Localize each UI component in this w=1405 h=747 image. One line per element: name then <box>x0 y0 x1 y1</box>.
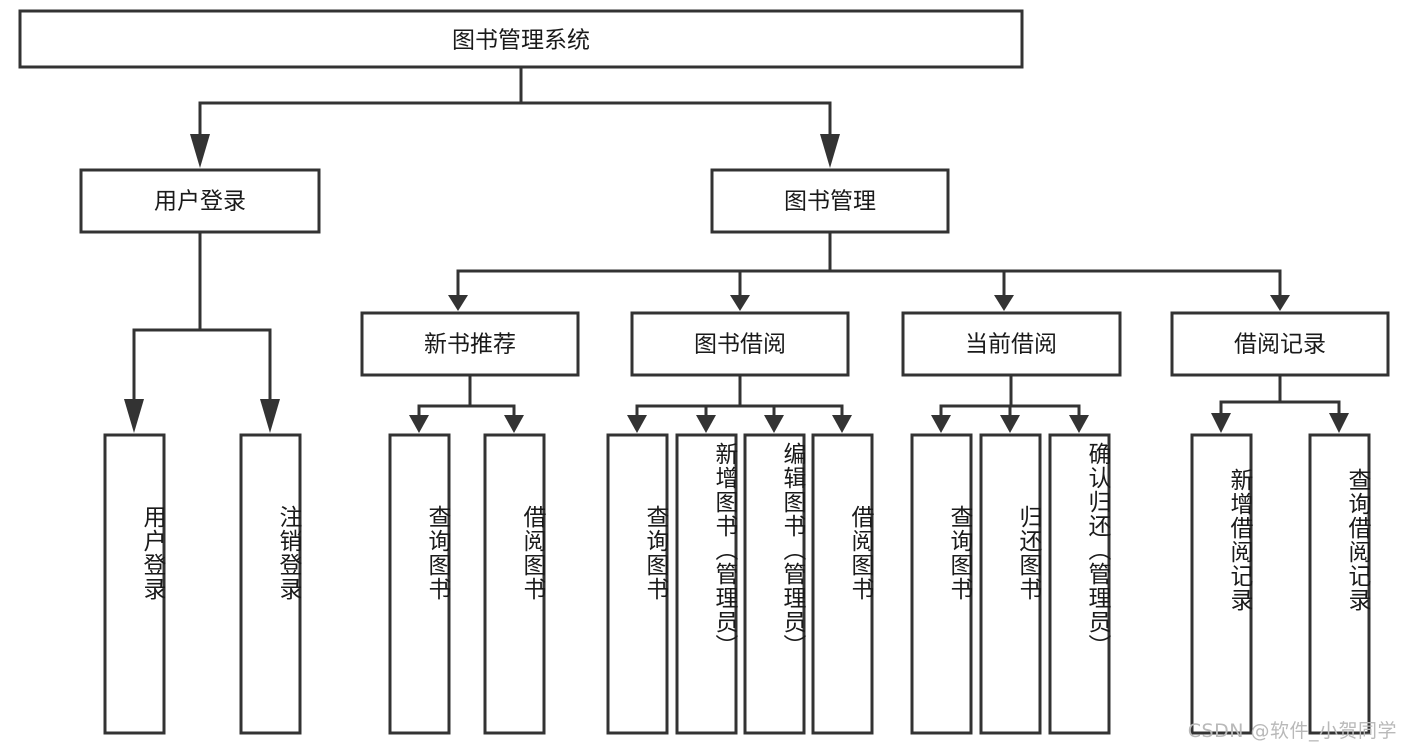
leaf-box-book-borrow-1[interactable] <box>606 433 669 735</box>
arrow-head-leaf-nbr-1 <box>409 415 429 433</box>
node-book-borrow-label: 图书借阅 <box>694 332 786 358</box>
arrow-head-current-borrow <box>994 295 1014 311</box>
node-borrow-record[interactable]: 借阅记录 <box>1170 311 1390 377</box>
node-current-borrow-label: 当前借阅 <box>965 332 1057 358</box>
arrow-head-leaf-nbr-2 <box>504 415 524 433</box>
leaf-box-user-login-1[interactable] <box>103 433 166 735</box>
connector-group-book-borrow <box>627 373 852 433</box>
leaf-box-book-borrow-2[interactable] <box>675 433 738 735</box>
arrow-head-leaf-bb-2 <box>696 415 716 433</box>
leaf-box-user-login-2[interactable] <box>239 433 302 735</box>
arrow-head-leaf-user-login-1 <box>124 399 144 433</box>
arrow-head-leaf-bb-1 <box>627 415 647 433</box>
arrow-head-new-book-rec <box>448 295 468 311</box>
leaf-box-borrow-record-2[interactable] <box>1308 433 1371 735</box>
arrow-head-leaf-cb-1 <box>931 415 951 433</box>
node-user-login-box[interactable] <box>79 168 321 234</box>
leaf-box-current-borrow-3[interactable] <box>1048 433 1111 735</box>
node-book-borrow[interactable]: 图书借阅 <box>630 311 850 377</box>
arrow-head-leaf-bb-4 <box>832 415 852 433</box>
connector-group-user-login <box>124 230 280 433</box>
node-borrow-record-label: 借阅记录 <box>1234 332 1326 358</box>
connector-group-current-borrow <box>931 373 1089 433</box>
node-current-borrow[interactable]: 当前借阅 <box>901 311 1122 377</box>
node-root[interactable]: 图书管理系统 <box>18 9 1024 69</box>
node-user-login[interactable]: 用户登录 <box>79 168 321 234</box>
arrow-head-book-manage <box>820 134 840 168</box>
arrow-head-leaf-bb-3 <box>764 415 784 433</box>
node-root-label: 图书管理系统 <box>452 28 590 54</box>
leaf-box-new-book-rec-1[interactable] <box>388 433 451 735</box>
arrow-head-book-borrow <box>730 295 750 311</box>
leaf-box-current-borrow-2[interactable] <box>979 433 1042 735</box>
arrow-head-leaf-user-login-2 <box>260 399 280 433</box>
node-book-borrow-box[interactable] <box>630 311 850 377</box>
arrow-head-leaf-br-2 <box>1329 413 1349 433</box>
leaf-box-book-borrow-4[interactable] <box>811 433 874 735</box>
node-root-box[interactable] <box>18 9 1024 69</box>
csdn-watermark: CSDN @软件_小贺同学 <box>1187 720 1397 742</box>
node-current-borrow-box[interactable] <box>901 311 1122 377</box>
node-book-manage[interactable]: 图书管理 <box>710 168 950 234</box>
arrow-head-leaf-br-1 <box>1211 413 1231 433</box>
leaf-box-borrow-record-1[interactable] <box>1190 433 1253 735</box>
arrow-head-borrow-record <box>1270 295 1290 311</box>
connector-group-borrow-record <box>1211 373 1349 433</box>
leaf-box-book-borrow-3[interactable] <box>743 433 806 735</box>
connector-group-root <box>190 65 840 168</box>
leaf-box-new-book-rec-2[interactable] <box>483 433 546 735</box>
node-new-book-rec[interactable]: 新书推荐 <box>360 311 580 377</box>
node-borrow-record-box[interactable] <box>1170 311 1390 377</box>
node-new-book-rec-box[interactable] <box>360 311 580 377</box>
connector-group-book-manage <box>448 230 1290 311</box>
arrow-head-leaf-cb-3 <box>1069 415 1089 433</box>
node-user-login-label: 用户登录 <box>154 189 246 215</box>
node-book-manage-box[interactable] <box>710 168 950 234</box>
node-new-book-rec-label: 新书推荐 <box>424 332 516 358</box>
node-book-manage-label: 图书管理 <box>784 189 876 215</box>
connector-group-new-book-rec <box>409 373 524 433</box>
leaf-box-current-borrow-1[interactable] <box>910 433 973 735</box>
arrow-head-user-login <box>190 134 210 168</box>
arrow-head-leaf-cb-2 <box>1000 415 1020 433</box>
